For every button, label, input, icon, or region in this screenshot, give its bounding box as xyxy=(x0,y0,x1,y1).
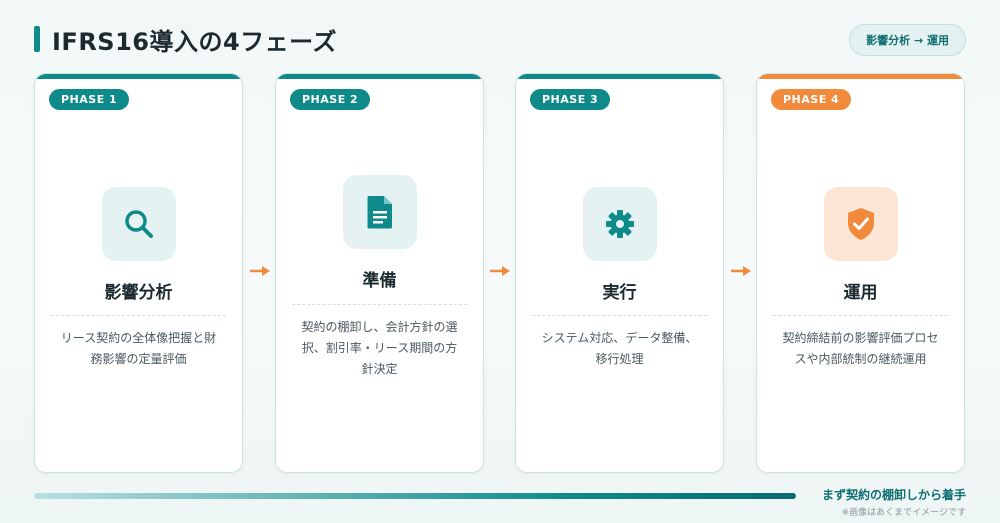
arrow-right-icon xyxy=(731,266,751,276)
phase-title: 実行 xyxy=(602,283,637,303)
card-top-accent xyxy=(516,74,723,79)
search-icon xyxy=(102,187,176,261)
image-disclaimer: ※画像はあくまでイメージです xyxy=(841,508,966,518)
progress-gradient-bar xyxy=(34,493,796,499)
phase-description: システム対応、データ整備、 移行処理 xyxy=(534,328,705,370)
arrow-right-icon xyxy=(490,266,510,276)
phase-label: PHASE 2 xyxy=(290,89,371,110)
desc-line: 移行処理 xyxy=(595,352,644,366)
desc-line: 択、割引率・リース期間の方 xyxy=(301,341,458,355)
phase-title: 影響分析 xyxy=(104,283,173,303)
phase-card-4: PHASE 4 運用 契約締結前の影響評価プロセ スや内部統制の継続運用 xyxy=(756,73,965,473)
desc-line: 契約の棚卸し、会計方針の選 xyxy=(301,320,458,334)
divider xyxy=(773,315,948,316)
arrow-right-icon xyxy=(250,266,270,276)
page-title: IFRS16導入の4フェーズ xyxy=(52,28,337,56)
card-top-accent xyxy=(276,74,483,79)
divider xyxy=(292,304,467,305)
phase-description: リース契約の全体像把握と財 務影響の定量評価 xyxy=(53,328,224,370)
desc-line: 契約締結前の影響評価プロセ xyxy=(782,331,939,345)
phase-title: 運用 xyxy=(843,283,878,303)
gear-icon xyxy=(583,187,657,261)
call-to-action-text: まず契約の棚卸しから着手 xyxy=(821,488,966,502)
divider xyxy=(51,315,226,316)
phase-card-3: PHASE 3 実行 システム対応、データ整備、 移行処理 xyxy=(515,73,724,473)
desc-line: 針決定 xyxy=(361,362,398,376)
phase-card-2: PHASE 2 準備 契約の棚卸し、会計方針の選 択、割引率・リース期間の方 針… xyxy=(275,73,484,473)
phase-card-1: PHASE 1 影響分析 リース契約の全体像把握と財 務影響の定量評価 xyxy=(34,73,243,473)
phase-description: 契約締結前の影響評価プロセ スや内部統制の継続運用 xyxy=(775,328,946,370)
divider xyxy=(532,315,707,316)
document-icon xyxy=(343,175,417,249)
desc-line: スや内部統制の継続運用 xyxy=(794,352,927,366)
card-top-accent xyxy=(757,74,964,79)
flow-badge: 影響分析 → 運用 xyxy=(849,24,966,56)
card-top-accent xyxy=(35,74,242,79)
phase-description: 契約の棚卸し、会計方針の選 択、割引率・リース期間の方 針決定 xyxy=(294,317,465,380)
phase-label: PHASE 3 xyxy=(530,89,611,110)
desc-line: 務影響の定量評価 xyxy=(90,352,187,366)
desc-line: リース契約の全体像把握と財 xyxy=(60,331,217,345)
desc-line: システム対応、データ整備、 xyxy=(541,331,698,345)
shield-check-icon xyxy=(824,187,898,261)
phase-label: PHASE 1 xyxy=(49,89,130,110)
phase-label: PHASE 4 xyxy=(771,89,852,110)
phase-title: 準備 xyxy=(362,271,397,291)
title-accent-bar xyxy=(34,26,40,52)
